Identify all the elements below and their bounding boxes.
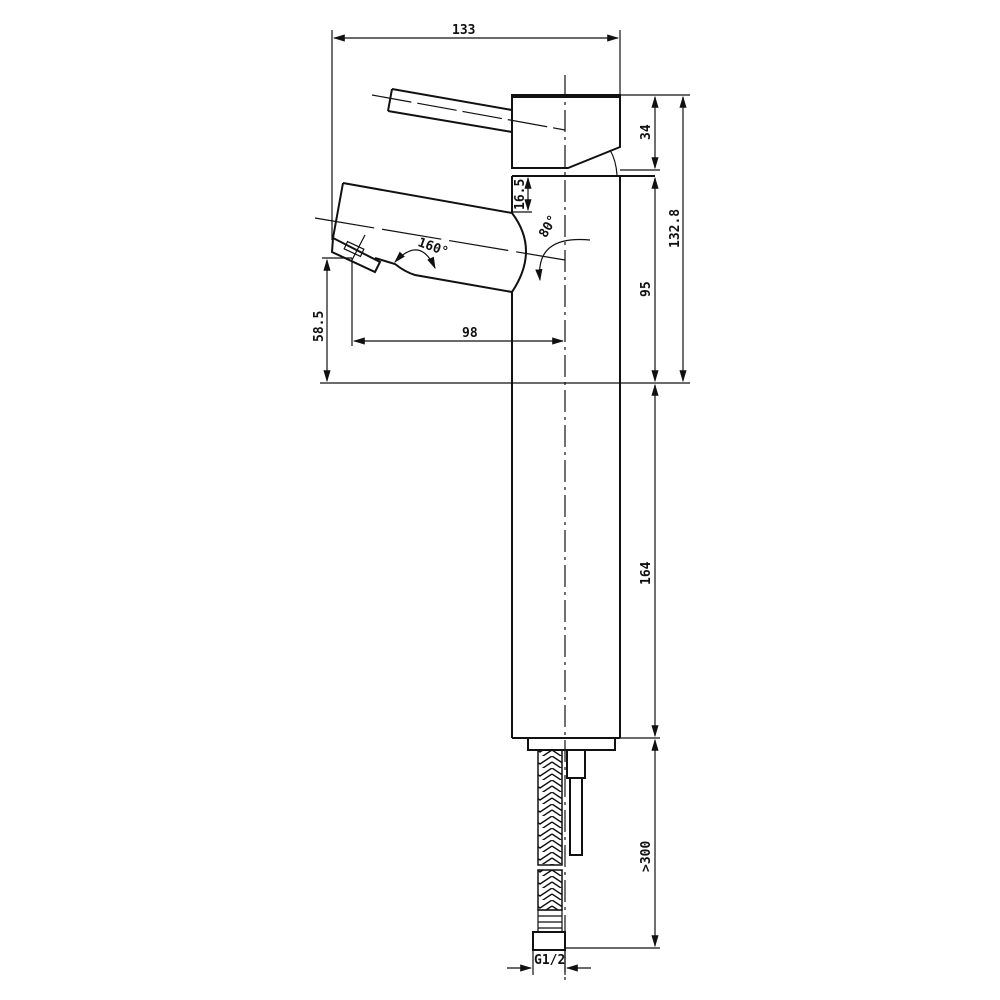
- base-and-hoses: [527, 737, 616, 951]
- dimension-overall-width: 133: [331, 23, 621, 240]
- handle-head: [511, 94, 621, 176]
- dimension-right: 34 95 164 >300 132.8: [320, 94, 690, 949]
- svg-text:98: 98: [462, 326, 478, 341]
- svg-text:133: 133: [452, 23, 475, 38]
- dimension-connection: G1/2: [507, 950, 591, 975]
- swivel-angle-label: 160°: [416, 235, 451, 260]
- faucet-body: [511, 175, 655, 739]
- dimension-gap: 16.5: [512, 176, 532, 213]
- dimension-spout: 58.5 98: [312, 257, 565, 383]
- swivel-angle-arc: [394, 249, 436, 270]
- svg-text:G1/2: G1/2: [534, 953, 565, 968]
- svg-text:16.5: 16.5: [513, 179, 528, 210]
- svg-text:95: 95: [639, 281, 654, 297]
- handle-angle-label: 80°: [536, 213, 561, 241]
- svg-text:164: 164: [639, 561, 654, 585]
- svg-text:58.5: 58.5: [312, 311, 327, 342]
- handle-angle-arc: [535, 238, 591, 282]
- svg-text:132.8: 132.8: [668, 209, 683, 248]
- lever-handle: [371, 88, 566, 133]
- svg-text:34: 34: [639, 124, 654, 140]
- svg-text:>300: >300: [639, 841, 654, 872]
